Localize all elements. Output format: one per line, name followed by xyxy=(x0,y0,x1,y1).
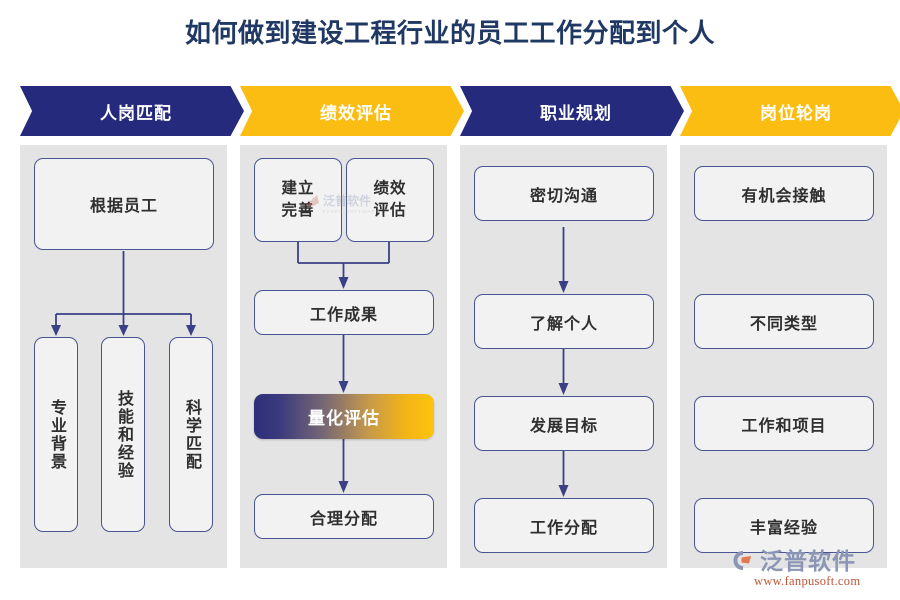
node-label: 技能和经验 xyxy=(115,389,132,480)
node-label: 合理分配 xyxy=(309,510,378,528)
column-header-label-4: 岗位轮岗 xyxy=(760,103,832,123)
brand-logo: 泛普软件 www.fanpusoft.com xyxy=(732,546,884,592)
column-header-label-2: 绩效评估 xyxy=(320,103,392,123)
node-zhuan-ye-bei-jing[interactable]: 专业背景 xyxy=(34,337,78,532)
node-label: 建立完善 xyxy=(281,180,315,219)
node-liang-hua-ping-gu[interactable]: 量化评估 xyxy=(254,394,434,439)
node-label: 工作分配 xyxy=(529,519,598,537)
node-label: 工作成果 xyxy=(309,306,378,324)
column-header-1[interactable]: 人岗匹配 xyxy=(20,86,244,136)
column-ji-xiao-ping-gu: 绩效评估 xyxy=(240,86,464,568)
logo-text: 泛普软件 xyxy=(760,548,856,574)
node-label: 根据员工 xyxy=(89,198,158,215)
node-mi-qie-gou-tong[interactable]: 密切沟通 xyxy=(474,166,654,221)
column-header-4[interactable]: 岗位轮岗 xyxy=(680,86,900,136)
column-header-2[interactable]: 绩效评估 xyxy=(240,86,464,136)
node-label: 量化评估 xyxy=(308,409,380,428)
node-gen-ju-yuan-gong[interactable]: 根据员工 xyxy=(34,158,214,250)
node-jian-li-wan-shan[interactable]: 建立完善 xyxy=(254,158,342,242)
node-label: 密切沟通 xyxy=(529,187,598,205)
logo-row: 泛普软件 xyxy=(732,549,856,573)
column-header-label-1: 人岗匹配 xyxy=(100,103,172,123)
column-ren-gang-pi-pei: 人岗匹配 根据员工 xyxy=(20,86,244,568)
node-you-ji-hui-jie-chu[interactable]: 有机会接触 xyxy=(694,166,874,221)
node-label: 丰富经验 xyxy=(749,519,818,537)
node-he-li-fen-pei[interactable]: 合理分配 xyxy=(254,494,434,539)
node-liao-jie-ge-ren[interactable]: 了解个人 xyxy=(474,294,654,349)
node-gong-zuo-cheng-guo[interactable]: 工作成果 xyxy=(254,290,434,335)
node-gong-zuo-he-xiang-mu[interactable]: 工作和项目 xyxy=(694,396,874,451)
column-zhi-ye-gui-hua: 职业规划 密切沟通 了解个人 xyxy=(460,86,684,568)
node-label: 专业背景 xyxy=(48,398,65,471)
logo-url: www.fanpusoft.com xyxy=(754,574,861,588)
column-header-3[interactable]: 职业规划 xyxy=(460,86,684,136)
node-label: 科学匹配 xyxy=(183,398,200,471)
node-label: 不同类型 xyxy=(749,315,818,333)
node-label: 工作和项目 xyxy=(741,417,827,435)
node-label: 发展目标 xyxy=(529,417,598,435)
column-gang-wei-lun-gang: 岗位轮岗 有机会接触 不同类型 工作和项目 丰富经验 xyxy=(680,86,900,568)
node-bu-tong-lei-xing[interactable]: 不同类型 xyxy=(694,294,874,349)
column-header-label-3: 职业规划 xyxy=(540,103,612,123)
node-label: 有机会接触 xyxy=(741,187,827,205)
columns-container: 人岗匹配 根据员工 xyxy=(20,86,900,568)
node-feng-fu-jing-yan[interactable]: 丰富经验 xyxy=(694,498,874,553)
page-title: 如何做到建设工程行业的员工工作分配到个人 xyxy=(184,18,715,48)
node-ke-xue-pi-pei[interactable]: 科学匹配 xyxy=(169,337,213,532)
node-ji-neng-he-jing-yan[interactable]: 技能和经验 xyxy=(101,337,145,532)
node-fa-zhan-mu-biao[interactable]: 发展目标 xyxy=(474,396,654,451)
node-label: 绩效评估 xyxy=(373,180,407,219)
fanpu-logo-icon xyxy=(733,551,751,570)
node-ji-xiao-ping-gu[interactable]: 绩效评估 xyxy=(346,158,434,242)
node-label: 了解个人 xyxy=(529,315,598,333)
node-gong-zuo-fen-pei[interactable]: 工作分配 xyxy=(474,498,654,553)
